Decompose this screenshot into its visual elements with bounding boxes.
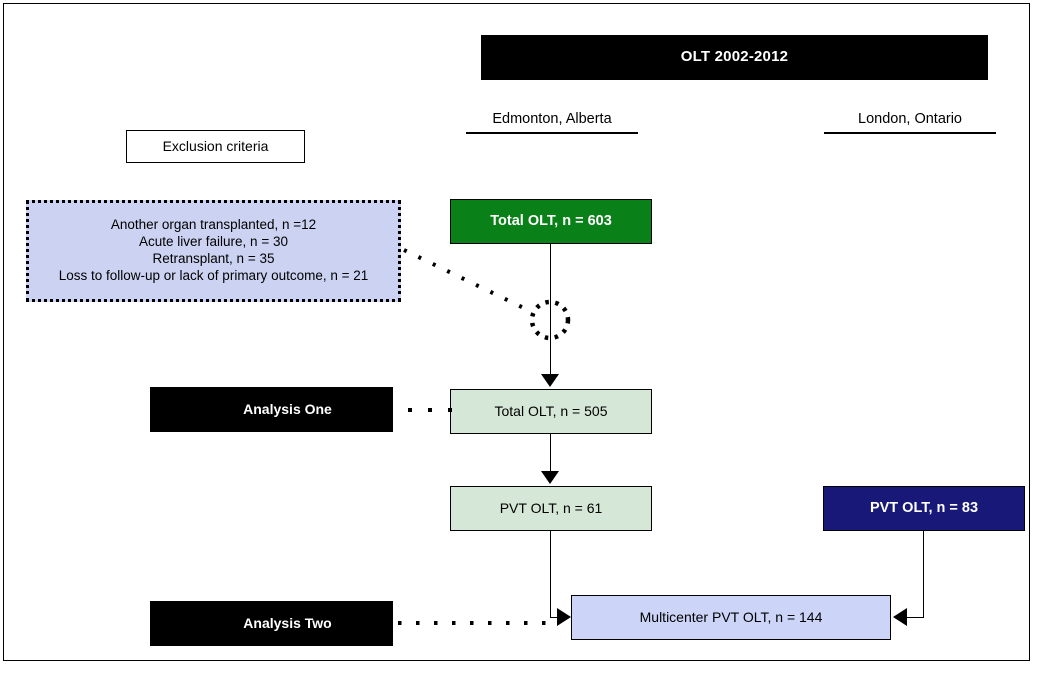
arrowhead-505-to-61 <box>541 471 559 484</box>
node-multicenter-pvt-olt-144: Multicenter PVT OLT, n = 144 <box>571 595 891 640</box>
connector-603-to-505 <box>550 244 551 376</box>
exclusion-criteria-header-label: Exclusion criteria <box>162 137 269 154</box>
column-header-edmonton-label: Edmonton, Alberta <box>492 111 612 127</box>
exclusion-item: Retransplant, n = 35 <box>152 251 275 266</box>
connector-83-to-multicenter-horizontal <box>906 617 924 618</box>
label-analysis-two-text: Analysis Two <box>243 614 332 631</box>
connector-61-to-multicenter-horizontal <box>550 617 563 618</box>
arrowhead-into-multicenter-right <box>893 608 907 626</box>
node-multicenter-pvt-olt-144-label: Multicenter PVT OLT, n = 144 <box>639 608 823 625</box>
title-bar: OLT 2002-2012 <box>481 35 988 80</box>
node-pvt-olt-83: PVT OLT, n = 83 <box>823 486 1025 531</box>
node-total-olt-603-label: Total OLT, n = 603 <box>490 213 612 230</box>
label-analysis-one: Analysis One <box>150 387 393 432</box>
exclusion-item: Acute liver failure, n = 30 <box>139 234 288 250</box>
exclusion-criteria-header-box: Exclusion criteria <box>126 130 305 163</box>
exclusion-item: Another organ transplanted, n =12 <box>110 217 317 233</box>
node-pvt-olt-61: PVT OLT, n = 61 <box>450 486 652 531</box>
exclusion-item: Loss to follow-up or lack of primary out… <box>58 267 369 283</box>
page-border <box>3 3 1030 661</box>
exclusion-criteria-list: Another organ transplanted, n =12 Acute … <box>26 200 401 302</box>
dotted-connector-analysis-one-dot <box>428 408 432 412</box>
dotted-connector-analysis-one-dot <box>448 408 452 412</box>
arrowhead-into-multicenter-left <box>557 608 571 626</box>
node-pvt-olt-61-label: PVT OLT, n = 61 <box>499 499 603 516</box>
label-analysis-one-text: Analysis One <box>243 400 332 417</box>
connector-61-to-multicenter-vertical <box>550 531 551 618</box>
dotted-connector-analysis-one-dot <box>408 408 412 412</box>
label-analysis-two: Analysis Two <box>150 601 393 646</box>
node-total-olt-505-label: Total OLT, n = 505 <box>494 402 608 419</box>
column-header-london-label: London, Ontario <box>858 111 962 127</box>
connector-505-to-61 <box>550 434 551 473</box>
column-header-london: London, Ontario <box>824 110 996 134</box>
node-total-olt-603: Total OLT, n = 603 <box>450 199 652 244</box>
node-total-olt-505: Total OLT, n = 505 <box>450 389 652 434</box>
title-bar-label: OLT 2002-2012 <box>680 48 789 66</box>
connector-83-to-multicenter-vertical <box>923 531 924 618</box>
node-pvt-olt-83-label: PVT OLT, n = 83 <box>869 500 979 517</box>
arrowhead-603-to-505 <box>541 374 559 387</box>
column-header-edmonton: Edmonton, Alberta <box>466 110 638 134</box>
